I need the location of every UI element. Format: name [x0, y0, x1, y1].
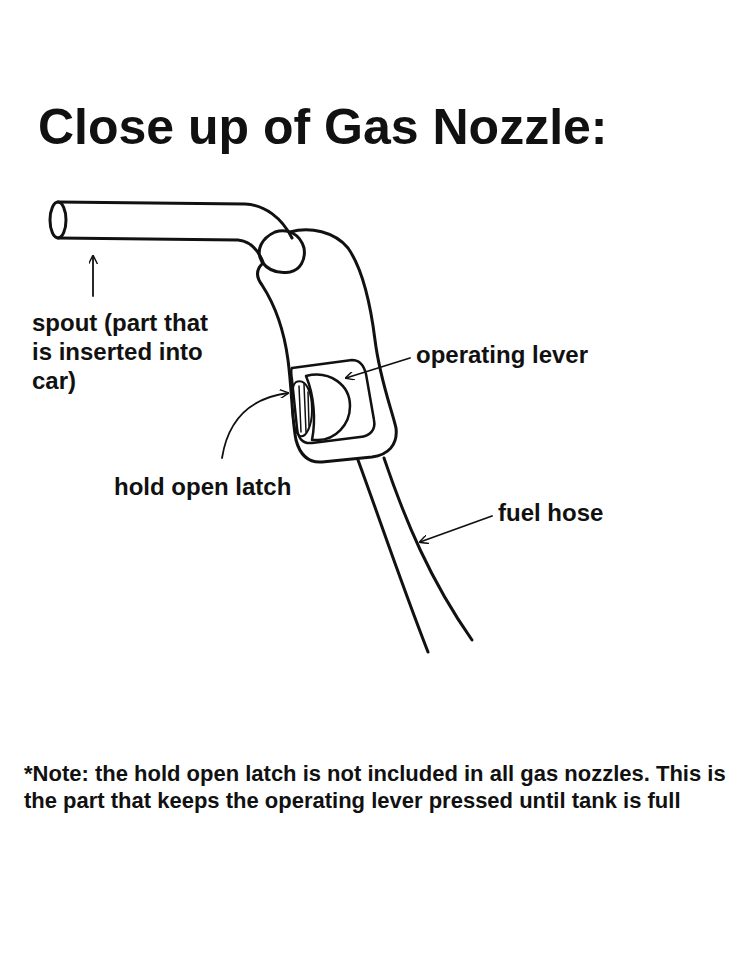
spout-top	[58, 202, 292, 238]
spout-bottom	[58, 238, 263, 262]
latch-leader	[222, 393, 288, 458]
note-text: *Note: the hold open latch is not includ…	[24, 760, 740, 814]
hold-open-latch	[292, 381, 312, 436]
hose-leader	[420, 516, 492, 542]
collar	[259, 231, 304, 273]
nozzle-body	[258, 230, 397, 462]
part-label: fuel hose	[498, 498, 698, 527]
lever-leader	[346, 358, 410, 378]
fuel-hose-left	[358, 460, 428, 652]
part-label: operating lever	[416, 340, 656, 369]
fuel-hose-right	[384, 458, 472, 640]
part-label: hold open latch	[114, 472, 354, 501]
diagram-title: Close up of Gas Nozzle:	[38, 98, 608, 156]
spout-leader	[92, 256, 94, 296]
part-label: spout (part that is inserted into car)	[32, 308, 212, 395]
spout-end	[50, 202, 66, 238]
latch-stripes	[299, 384, 309, 432]
